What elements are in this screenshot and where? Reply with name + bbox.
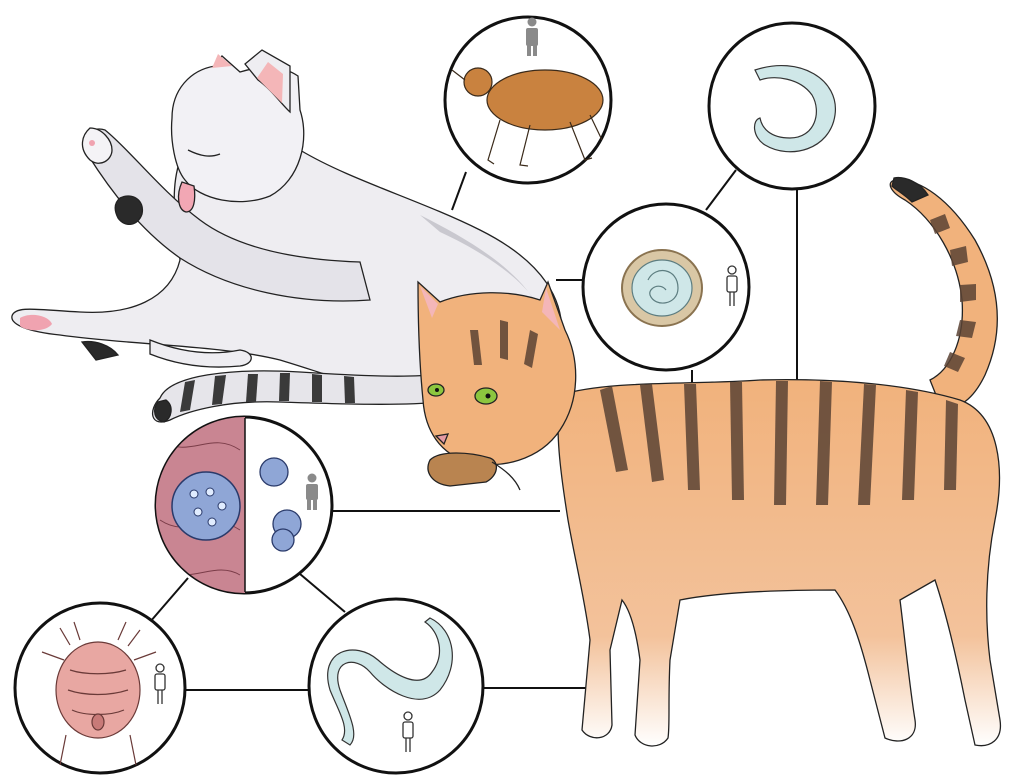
mite-circle xyxy=(15,603,185,773)
roundworm-circle xyxy=(709,23,875,189)
hookworm-circle xyxy=(309,599,483,773)
white-cat-tail xyxy=(153,371,440,422)
flea-circle xyxy=(445,17,611,183)
protozoa-circle xyxy=(150,410,332,600)
egg-circle xyxy=(583,204,749,370)
parasite-egg-icon xyxy=(622,250,702,326)
